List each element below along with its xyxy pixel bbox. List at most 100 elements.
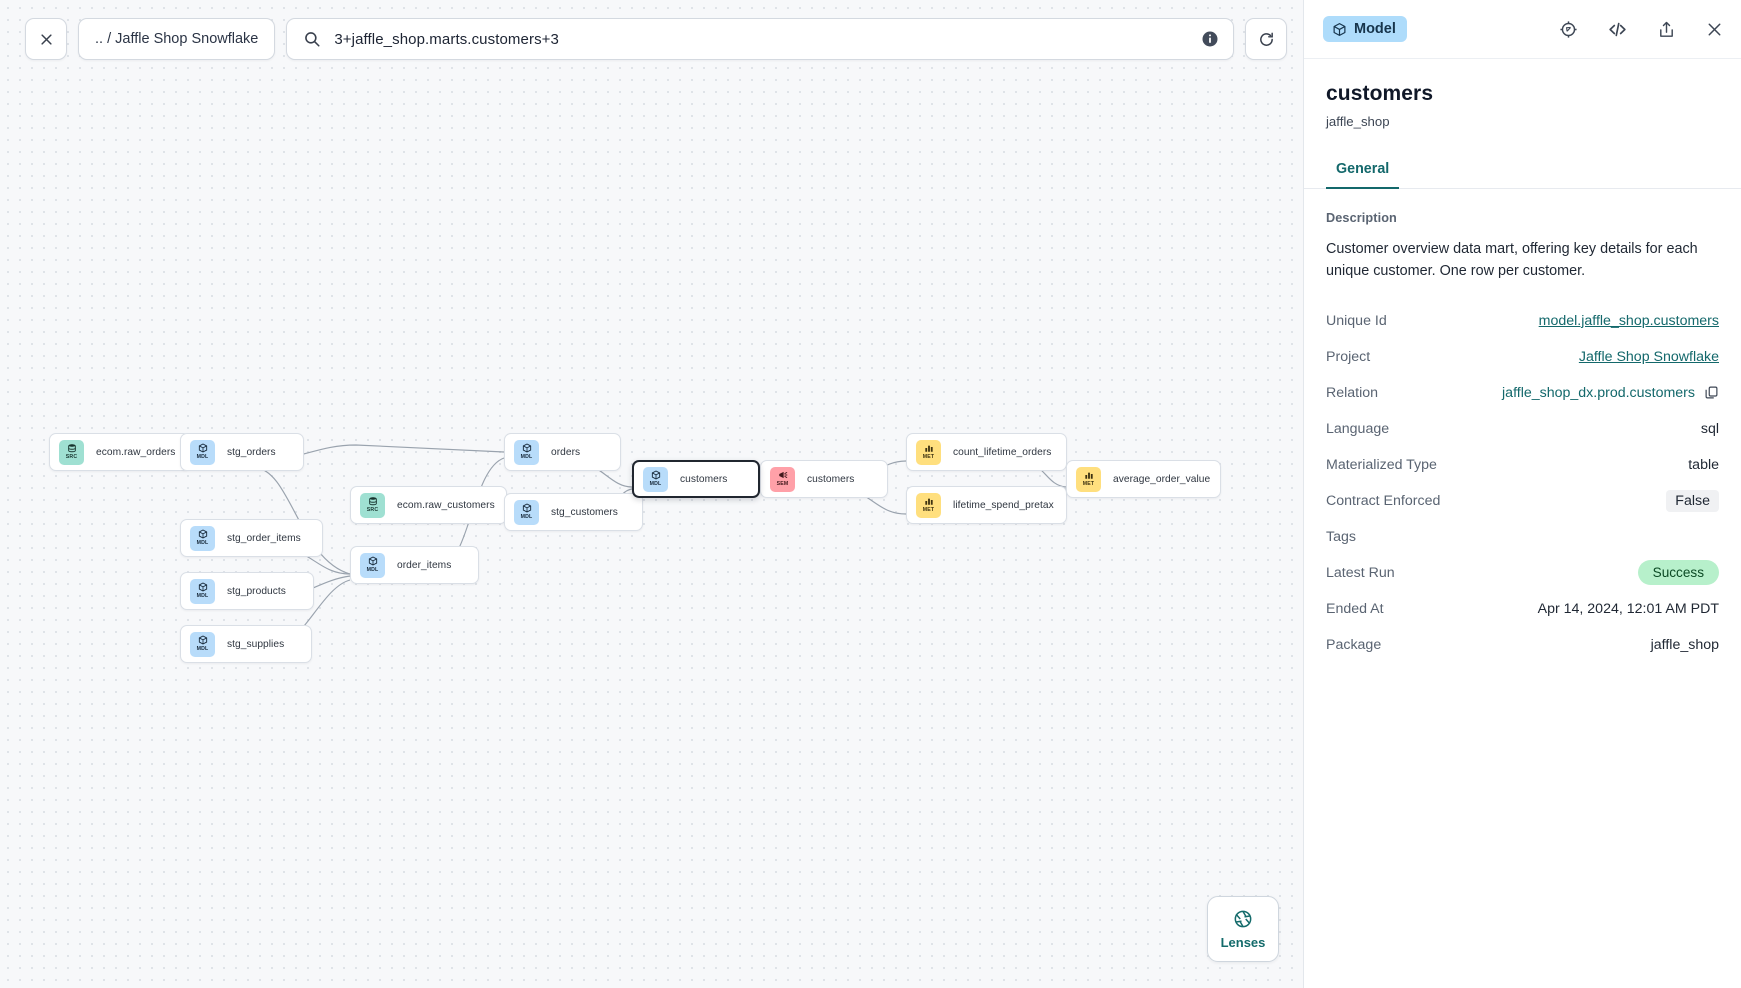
- lineage-node-count-lifetime-orders[interactable]: MET count_lifetime_orders: [906, 433, 1067, 471]
- property-key: Relation: [1326, 384, 1379, 401]
- panel-tabs: General: [1304, 155, 1741, 189]
- lineage-node-label: ecom.raw_orders: [96, 446, 176, 458]
- close-panel-icon[interactable]: [1705, 20, 1724, 39]
- lineage-node-customers[interactable]: SEM customers: [760, 460, 888, 498]
- sem-badge: SEM: [770, 466, 795, 492]
- property-row: Tags: [1326, 519, 1719, 555]
- lineage-search-bar[interactable]: [286, 18, 1235, 60]
- property-text: sql: [1700, 420, 1719, 437]
- src-badge: SRC: [59, 439, 84, 465]
- property-key: Latest Run: [1326, 564, 1395, 581]
- mdl-badge: MDL: [190, 525, 215, 551]
- lineage-node-label: order_items: [397, 559, 452, 571]
- mdl-badge: MDL: [190, 439, 215, 465]
- mdl-glyph-icon: [651, 470, 660, 480]
- entity-subtitle: jaffle_shop: [1326, 114, 1390, 129]
- lineage-node-stg-products[interactable]: MDL stg_products: [180, 572, 314, 610]
- met-badge: MET: [1076, 466, 1101, 492]
- panel-body: Description Customer overview data mart,…: [1304, 189, 1741, 988]
- lineage-node-label: lifetime_spend_pretax: [953, 499, 1054, 511]
- refresh-icon: [1259, 32, 1273, 46]
- property-value: False: [1666, 489, 1719, 512]
- details-panel-header: Model: [1304, 0, 1741, 59]
- property-value: Success: [1637, 560, 1719, 586]
- property-text: Jaffle Shop Snowflake: [1578, 348, 1719, 365]
- met-glyph-icon: [924, 445, 933, 452]
- property-text: jaffle_shop: [1650, 636, 1719, 653]
- details-panel: Model customers: [1303, 0, 1741, 988]
- aperture-icon: [1234, 910, 1252, 927]
- code-icon[interactable]: [1607, 19, 1628, 40]
- lineage-node-stg-orders[interactable]: MDL stg_orders: [180, 433, 304, 471]
- lineage-node-label: orders: [551, 446, 581, 458]
- lineage-node-stg-order-items[interactable]: MDL stg_order_items: [180, 519, 323, 557]
- copy-icon[interactable]: [1704, 385, 1719, 400]
- search-input[interactable]: [321, 30, 1202, 48]
- status-badge: False: [1666, 489, 1719, 512]
- property-row: Latest Run Success: [1326, 555, 1719, 591]
- mdl-badge: MDL: [190, 578, 215, 604]
- property-row: Ended At Apr 14, 2024, 12:01 AM PDT: [1326, 591, 1719, 627]
- lineage-node-average-order-value[interactable]: MET average_order_value: [1066, 460, 1221, 498]
- met-badge: MET: [916, 439, 941, 465]
- tab-general[interactable]: General: [1326, 155, 1400, 189]
- property-key: Language: [1326, 420, 1390, 437]
- property-row: Relation jaffle_shop_dx.prod.customers: [1326, 375, 1719, 411]
- mdl-glyph-icon: [522, 443, 531, 453]
- lineage-node-ecom-raw-orders[interactable]: SRC ecom.raw_orders: [49, 433, 190, 471]
- property-key: Contract Enforced: [1326, 492, 1441, 509]
- target-icon[interactable]: [1559, 20, 1578, 39]
- description-label: Description: [1326, 211, 1397, 225]
- entity-header: customers jaffle_shop: [1304, 59, 1741, 129]
- mdl-glyph-icon: [198, 635, 207, 645]
- breadcrumb[interactable]: .. / Jaffle Shop Snowflake: [78, 18, 276, 60]
- cube-icon: [1333, 22, 1346, 36]
- src-badge: SRC: [360, 492, 385, 518]
- mdl-glyph-icon: [198, 529, 207, 539]
- lineage-node-label: stg_products: [227, 585, 286, 597]
- lineage-node-label: count_lifetime_orders: [953, 446, 1052, 458]
- lenses-label: Lenses: [1220, 934, 1266, 950]
- property-value[interactable]: jaffle_shop_dx.prod.customers: [1502, 385, 1719, 401]
- property-key: Unique Id: [1326, 312, 1387, 329]
- property-value: table: [1688, 457, 1719, 473]
- close-icon: [40, 33, 52, 45]
- entity-type-label: Model: [1354, 21, 1396, 37]
- property-text: Apr 14, 2024, 12:01 AM PDT: [1537, 600, 1719, 617]
- lineage-node-label: stg_order_items: [227, 532, 301, 544]
- property-key: Project: [1326, 348, 1371, 365]
- property-row: Language sql: [1326, 411, 1719, 447]
- info-icon[interactable]: [1201, 30, 1219, 48]
- lineage-node-label: average_order_value: [1113, 473, 1211, 485]
- property-key: Ended At: [1326, 600, 1384, 617]
- mdl-glyph-icon: [198, 582, 207, 592]
- lineage-node-label: stg_orders: [227, 446, 276, 458]
- refresh-button[interactable]: [1245, 18, 1288, 60]
- page-title: customers: [1326, 82, 1434, 105]
- met-badge: MET: [916, 492, 941, 518]
- property-value[interactable]: Jaffle Shop Snowflake: [1579, 349, 1719, 365]
- lenses-button[interactable]: Lenses: [1207, 896, 1279, 962]
- mdl-glyph-icon: [368, 556, 377, 566]
- close-lineage-button[interactable]: [25, 18, 67, 60]
- search-icon: [305, 32, 320, 47]
- property-text: model.jaffle_shop.customers: [1538, 312, 1719, 329]
- met-glyph-icon: [924, 498, 933, 505]
- lineage-node-lifetime-spend-pretax[interactable]: MET lifetime_spend_pretax: [906, 486, 1067, 524]
- lineage-node-label: customers: [807, 473, 855, 485]
- mdl-badge: MDL: [190, 631, 215, 657]
- share-icon[interactable]: [1657, 20, 1676, 39]
- property-value[interactable]: model.jaffle_shop.customers: [1539, 313, 1719, 329]
- property-row: Unique Id model.jaffle_shop.customers: [1326, 303, 1719, 339]
- lineage-node-label: stg_customers: [551, 506, 618, 518]
- mdl-badge: MDL: [643, 466, 668, 492]
